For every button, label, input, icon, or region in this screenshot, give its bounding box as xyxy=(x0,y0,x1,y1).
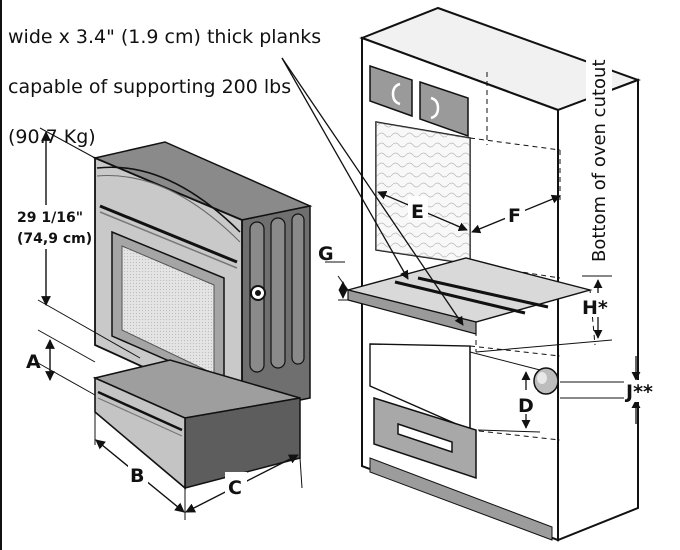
label-h: H* xyxy=(582,297,608,319)
label-f: F xyxy=(508,205,521,227)
label-d: D xyxy=(518,395,534,417)
note-line-2: capable of supporting 200 lbs xyxy=(8,76,292,98)
dim-d: D xyxy=(469,351,541,433)
dim-h: H* xyxy=(475,275,618,353)
cutout-caption-text: Bottom of oven cutout xyxy=(589,59,610,262)
label-c: C xyxy=(228,477,242,499)
note-line-1: wide x 3.4" (1.9 cm) thick planks xyxy=(8,26,322,48)
plank-pointers xyxy=(281,57,464,326)
label-b: B xyxy=(130,465,144,487)
label-e: E xyxy=(411,201,424,223)
dim-b: B xyxy=(94,412,186,520)
height-in-label: 29 1/16" xyxy=(17,210,83,226)
height-cm-label: (74,9 cm) xyxy=(17,231,92,247)
dim-e: E xyxy=(377,191,468,231)
dim-a: A xyxy=(26,329,96,396)
dim-f: F xyxy=(471,194,561,234)
label-a: A xyxy=(26,351,41,373)
dim-g: G xyxy=(318,243,349,301)
label-g: G xyxy=(318,243,334,265)
dim-j: J** xyxy=(560,356,674,424)
wall-oven-icon xyxy=(92,141,313,414)
cutout-caption: Bottom of oven cutout xyxy=(586,59,612,262)
dim-c: C xyxy=(185,454,303,513)
support-note: wide x 3.4" (1.9 cm) thick planks capabl… xyxy=(8,0,368,175)
label-j: J** xyxy=(624,381,653,403)
height-dimension: 29 1/16" (74,9 cm) xyxy=(14,127,141,359)
